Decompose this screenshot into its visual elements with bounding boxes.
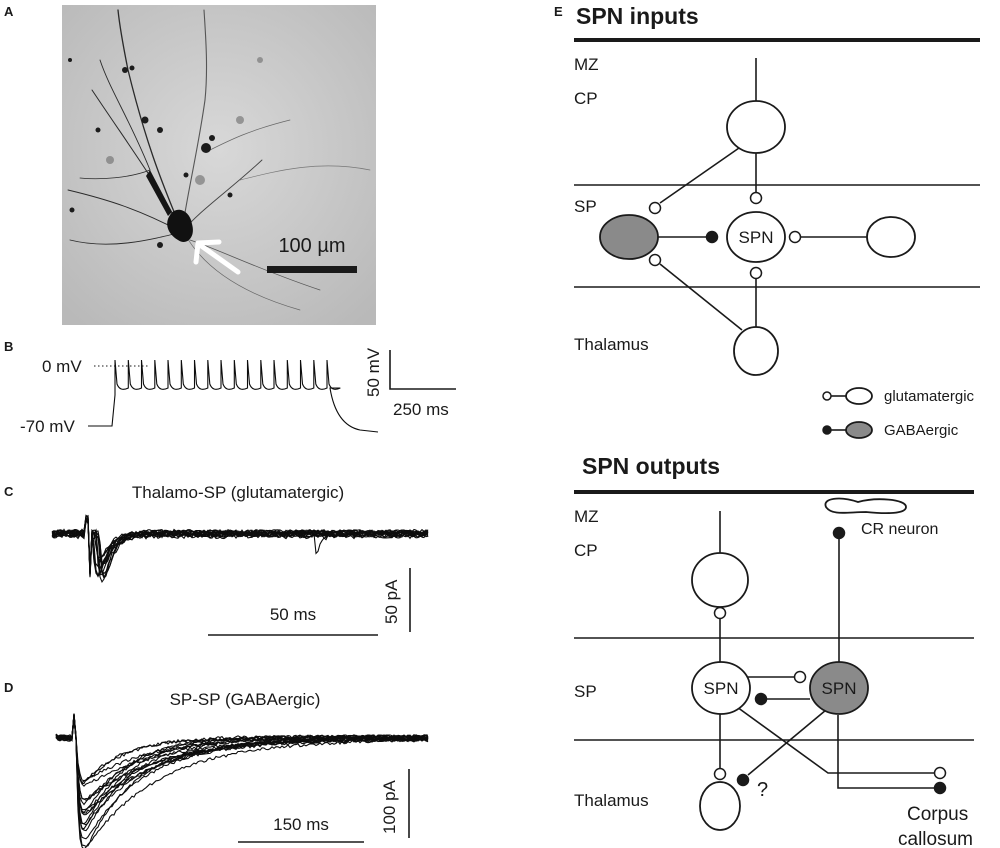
synapse-glut-neighbor: [788, 230, 802, 244]
synapse-glut-cp-out: [713, 606, 727, 620]
synapse-glut-cp: [749, 191, 763, 205]
synapse-gaba-callosum: [933, 781, 947, 795]
ipsc-trace: [55, 715, 429, 832]
cr-neuron-cell: [824, 497, 907, 515]
panel-a-label: A: [4, 4, 14, 19]
ipsc-trace: [55, 715, 429, 784]
sp-gabaergic-cell: [599, 214, 659, 260]
cp-pyramidal-cell: [726, 100, 786, 154]
panel-c: C Thalamo-SP (glutamatergic) 50 ms 50 pA: [4, 483, 429, 636]
cr-neuron-label: CR neuron: [861, 521, 938, 538]
panel-e: E SPN inputs MZ CP SP Thalamus S: [554, 3, 980, 848]
outputs-layer-thalamus: Thalamus: [574, 791, 649, 810]
synapse-gaba-cr: [832, 526, 846, 540]
panel-c-label: C: [4, 484, 14, 499]
spn-label-inputs: SPN: [739, 228, 774, 247]
epsc-trace: [51, 514, 429, 570]
ipsc-trace: [55, 715, 429, 825]
scale-d-time-label: 150 ms: [273, 815, 329, 834]
ipsc-trace: [55, 714, 429, 830]
outputs-heading: SPN outputs: [582, 453, 720, 479]
inputs-layer-sp: SP: [574, 197, 597, 216]
scale-bar-b: [389, 350, 456, 390]
cp-cell-outputs: [691, 552, 749, 608]
scale-bar-a-label: 100 µm: [278, 235, 345, 257]
spn-label-glut: SPN: [704, 679, 739, 698]
callosum-label-2: callosum: [898, 829, 973, 848]
epsc-trace: [51, 515, 429, 575]
thalamic-cell: [733, 326, 779, 376]
synapse-glut-thalamus: [749, 266, 763, 280]
sp-neighbor-cell: [866, 216, 916, 258]
outputs-layer-cp: CP: [574, 541, 598, 560]
inputs-heading: SPN inputs: [576, 3, 699, 29]
legend-gaba: GABAergic: [822, 421, 959, 439]
inputs-layer-thalamus: Thalamus: [574, 335, 649, 354]
zero-mv-label: 0 mV: [42, 357, 82, 376]
legend-gaba-label: GABAergic: [884, 422, 959, 439]
synapse-glut-th-gaba: [648, 253, 662, 267]
outputs-diagram: SPN outputs MZ CP SP Thalamus CR neuron: [574, 453, 974, 848]
scale-t-label: 250 ms: [393, 400, 449, 419]
legend: glutamatergic GABAergic: [822, 387, 975, 439]
ap-trace: [88, 359, 379, 433]
scale-c-time-label: 50 ms: [270, 605, 316, 624]
synapse-gaba-spn-spn: [754, 692, 768, 706]
panel-b: B 0 mV -70 mV 50 mV 250 ms: [4, 339, 456, 436]
spn-cell-inputs: [726, 211, 786, 263]
callosum-label-1: Corpus: [907, 804, 968, 825]
synapse-glut-callosum: [933, 766, 947, 780]
legend-glut: glutamatergic: [822, 387, 975, 405]
ipsc-trace: [55, 713, 429, 826]
synapse-glut-spn-spn: [793, 670, 807, 684]
synapse-gaba-sp: [705, 230, 719, 244]
inputs-layer-cp: CP: [574, 89, 598, 108]
ipsc-trace: [55, 716, 429, 847]
arrow-icon: [193, 239, 241, 275]
panel-e-label: E: [554, 4, 563, 19]
traces-c: [51, 514, 429, 584]
ipsc-trace: [55, 718, 429, 806]
inputs-diagram: SPN inputs MZ CP SP Thalamus SPN: [574, 3, 980, 376]
scale-c-current-label: 50 pA: [382, 579, 401, 624]
unknown-projection-mark: ?: [757, 779, 768, 801]
spn-cell-glut: [691, 661, 751, 715]
panel-d-title: SP-SP (GABAergic): [170, 690, 321, 709]
ipsc-trace: [55, 714, 429, 814]
synapse-glut-thalamus-out: [713, 767, 727, 781]
ipsc-trace: [55, 716, 429, 816]
scale-bar-a: [267, 266, 357, 273]
panel-b-label: B: [4, 339, 13, 354]
synapse-glut-cp-gaba: [648, 201, 662, 215]
outputs-layer-mz: MZ: [574, 507, 599, 526]
spn-label-gaba: SPN: [822, 679, 857, 698]
ipsc-trace: [55, 715, 429, 814]
micrograph: 100 µm: [62, 5, 376, 325]
legend-glut-label: glutamatergic: [884, 388, 975, 405]
rest-mv-label: -70 mV: [20, 417, 75, 436]
thalamic-cell-outputs: [699, 781, 741, 831]
scale-v-label: 50 mV: [364, 347, 383, 397]
panel-d: D SP-SP (GABAergic) 150 ms 100 pA: [4, 680, 429, 848]
panel-a: A: [4, 4, 376, 325]
panel-d-label: D: [4, 680, 13, 695]
panel-c-title: Thalamo-SP (glutamatergic): [132, 483, 344, 502]
outputs-layer-sp: SP: [574, 682, 597, 701]
synapse-gaba-thalamus-out: [736, 773, 750, 787]
epsc-trace: [51, 516, 429, 575]
traces-d: [55, 713, 429, 848]
inputs-layer-mz: MZ: [574, 55, 599, 74]
spn-cell-gaba: [809, 661, 869, 715]
scale-d-current-label: 100 pA: [380, 779, 399, 834]
